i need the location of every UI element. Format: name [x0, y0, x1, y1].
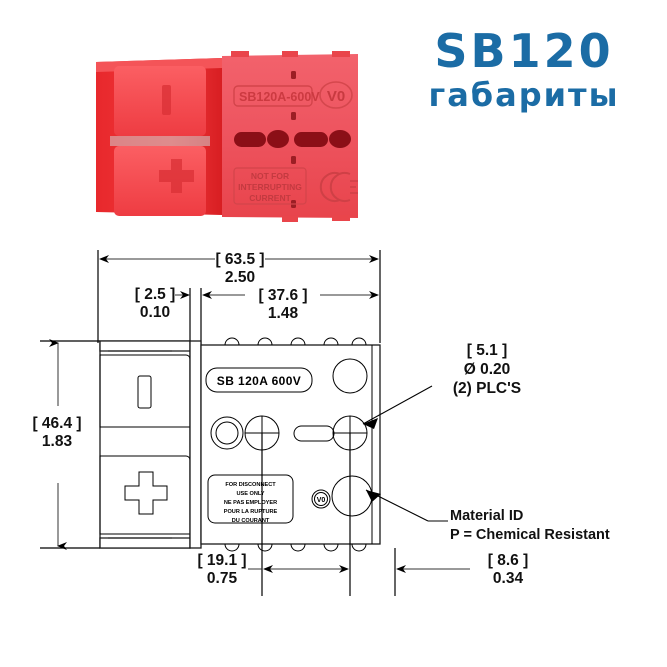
dim-hole-offset-2: [ 8.6 ] 0.34: [394, 548, 528, 596]
body-warning-block: FOR DISCONNECT USE ONLY NE PAS EMPLOYER …: [207, 474, 294, 524]
dim-lip-width: [ 2.5 ] 0.10: [135, 286, 202, 346]
callout-material-line2: P = Chemical Resistant: [450, 527, 610, 543]
dim-body-width: [ 37.6 ] 1.48: [202, 287, 379, 322]
callout-material-id: Material ID P = Chemical Resistant: [365, 489, 610, 543]
photo-left-shell: [96, 58, 222, 216]
photo-ce-icon: [319, 172, 358, 202]
callout-hole-qty: (2) PLC'S: [453, 380, 521, 397]
body-rating-label: SB 120A 600V: [217, 374, 301, 388]
callout-hole-diameter: Ø 0.20: [464, 361, 511, 378]
title-block: SB120 габариты: [392, 28, 656, 114]
photo-rating-text: SB120A-600V: [239, 90, 320, 104]
dim-overall-width: [ 63.5 ] 2.50: [97, 250, 381, 343]
dim-body-width-mm: [ 37.6 ]: [258, 287, 307, 304]
body-v0-mark: V0: [311, 489, 331, 509]
dim-overall-height-mm: [ 46.4 ]: [32, 415, 81, 432]
connector-photo: SB120A-600V V0 NOT FOR INTERRUPTING CURR…: [86, 50, 396, 222]
top-bumps: [224, 337, 367, 346]
photo-warning-line1: NOT FOR: [251, 171, 289, 181]
body-warning-line-1: FOR DISCONNECT: [225, 482, 276, 488]
connector-main-body: SB 120A 600V FOR DISCONNECT USE ONLY NE …: [189, 337, 381, 552]
dim-hole-offset-2-mm: [ 8.6 ]: [488, 552, 528, 569]
photo-warning-line3: CURRENT: [249, 193, 291, 203]
bottom-bumps: [224, 543, 367, 552]
callout-hole-diameter: [ 5.1 ] Ø 0.20 (2) PLC'S: [362, 342, 521, 429]
dim-hole-offset-1: [ 19.1 ] 0.75: [197, 433, 351, 596]
dim-overall-width-mm: [ 63.5 ]: [215, 251, 264, 268]
dim-overall-width-inch: 2.50: [225, 269, 255, 286]
page-title: SB120: [434, 24, 614, 78]
callout-hole-mm: [ 5.1 ]: [467, 342, 507, 359]
dim-hole-offset-1-mm: [ 19.1 ]: [197, 552, 246, 569]
dim-overall-height: [ 46.4 ] 1.83: [32, 339, 100, 550]
page-subtitle: габариты: [428, 75, 620, 114]
body-v0-text: V0: [317, 497, 326, 504]
dim-lip-width-inch: 0.10: [140, 304, 170, 321]
body-warning-line-2: USE ONLY: [236, 491, 264, 497]
dim-hole-offset-2-inch: 0.34: [493, 570, 524, 587]
body-warning-line-4: POUR LA RUPTURE: [224, 509, 278, 515]
photo-main-body: SB120A-600V V0 NOT FOR INTERRUPTING CURR…: [222, 51, 358, 222]
dim-body-width-inch: 1.48: [268, 305, 299, 322]
dim-hole-offset-1-inch: 0.75: [207, 570, 238, 587]
photo-warning-line2: INTERRUPTING: [238, 182, 302, 192]
connector-left-section: [99, 340, 191, 549]
photo-v0-text: V0: [327, 88, 345, 105]
callout-material-line1: Material ID: [450, 508, 523, 524]
dim-overall-height-inch: 1.83: [42, 433, 73, 450]
drawing-svg: [ 63.5 ] 2.50 [ 2.5 ] 0.10 [ 37.6 ] 1.48…: [32, 250, 610, 596]
body-warning-line-5: DU COURANT: [232, 518, 270, 524]
body-warning-line-3: NE PAS EMPLOYER: [224, 500, 277, 506]
dim-lip-width-mm: [ 2.5 ]: [135, 286, 175, 303]
technical-drawing: [ 63.5 ] 2.50 [ 2.5 ] 0.10 [ 37.6 ] 1.48…: [0, 228, 667, 628]
photo-svg: SB120A-600V V0 NOT FOR INTERRUPTING CURR…: [96, 51, 358, 222]
